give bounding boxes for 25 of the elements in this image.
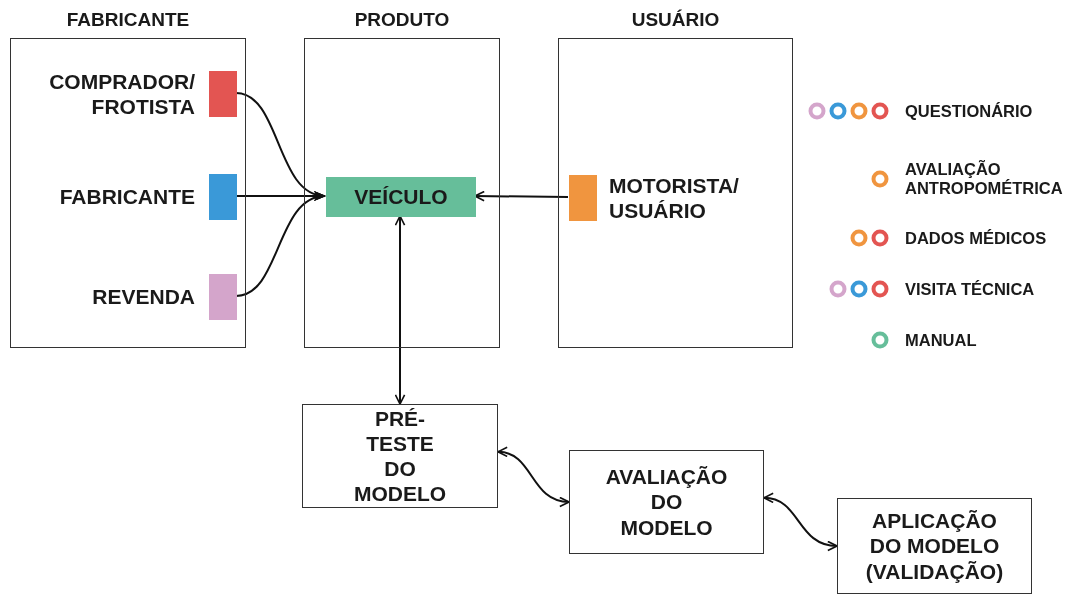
arrow [394,215,406,405]
swatch-label: COMPRADOR/ FROTISTA [48,68,195,120]
color-swatch [569,175,597,221]
arrow [763,493,838,551]
swatch-label: FABRICANTE [58,184,195,210]
legend-text: QUESTIONÁRIO [905,101,1033,121]
color-swatch [209,274,237,320]
column-heading: USUÁRIO [630,9,721,31]
arrow [235,193,326,297]
color-swatch [209,174,237,220]
legend-text: AVALIAÇÃO ANTROPOMÉTRICA [905,160,1064,198]
arrow [497,447,570,507]
column-heading: PRODUTO [353,9,451,31]
swatch-label: MOTORISTA/ USUÁRIO [609,172,740,224]
legend-text: VISITA TÉCNICA [905,279,1035,299]
process-box: PRÉ-TESTE DO MODELO [302,404,498,508]
legend-text: MANUAL [905,330,977,350]
legend-text: DADOS MÉDICOS [905,228,1047,248]
process-box: AVALIAÇÃO DO MODELO [569,450,764,554]
arrow [474,190,569,202]
color-swatch [209,71,237,117]
process-box: APLICAÇÃO DO MODELO (VALIDAÇÃO) [837,498,1032,594]
process-box: VEÍCULO [326,177,476,217]
column-heading: FABRICANTE [65,9,191,31]
swatch-label: REVENDA [91,284,195,310]
